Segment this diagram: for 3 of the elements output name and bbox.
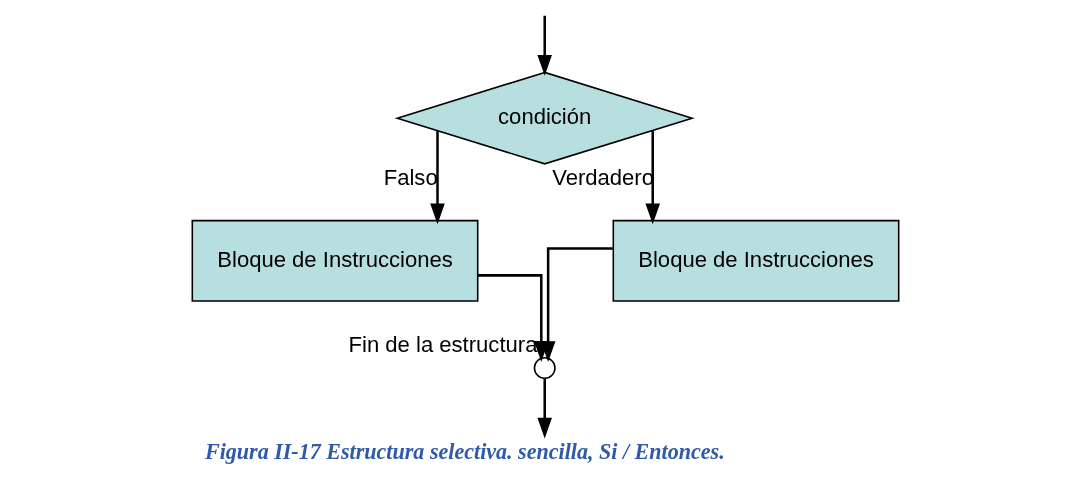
caption: Figura II-17 Estructura selectiva. sencilla, Si / Entonces.	[204, 438, 725, 464]
edge-label: Verdadero	[552, 165, 654, 191]
node-label: Fin de la estructura	[348, 331, 538, 357]
